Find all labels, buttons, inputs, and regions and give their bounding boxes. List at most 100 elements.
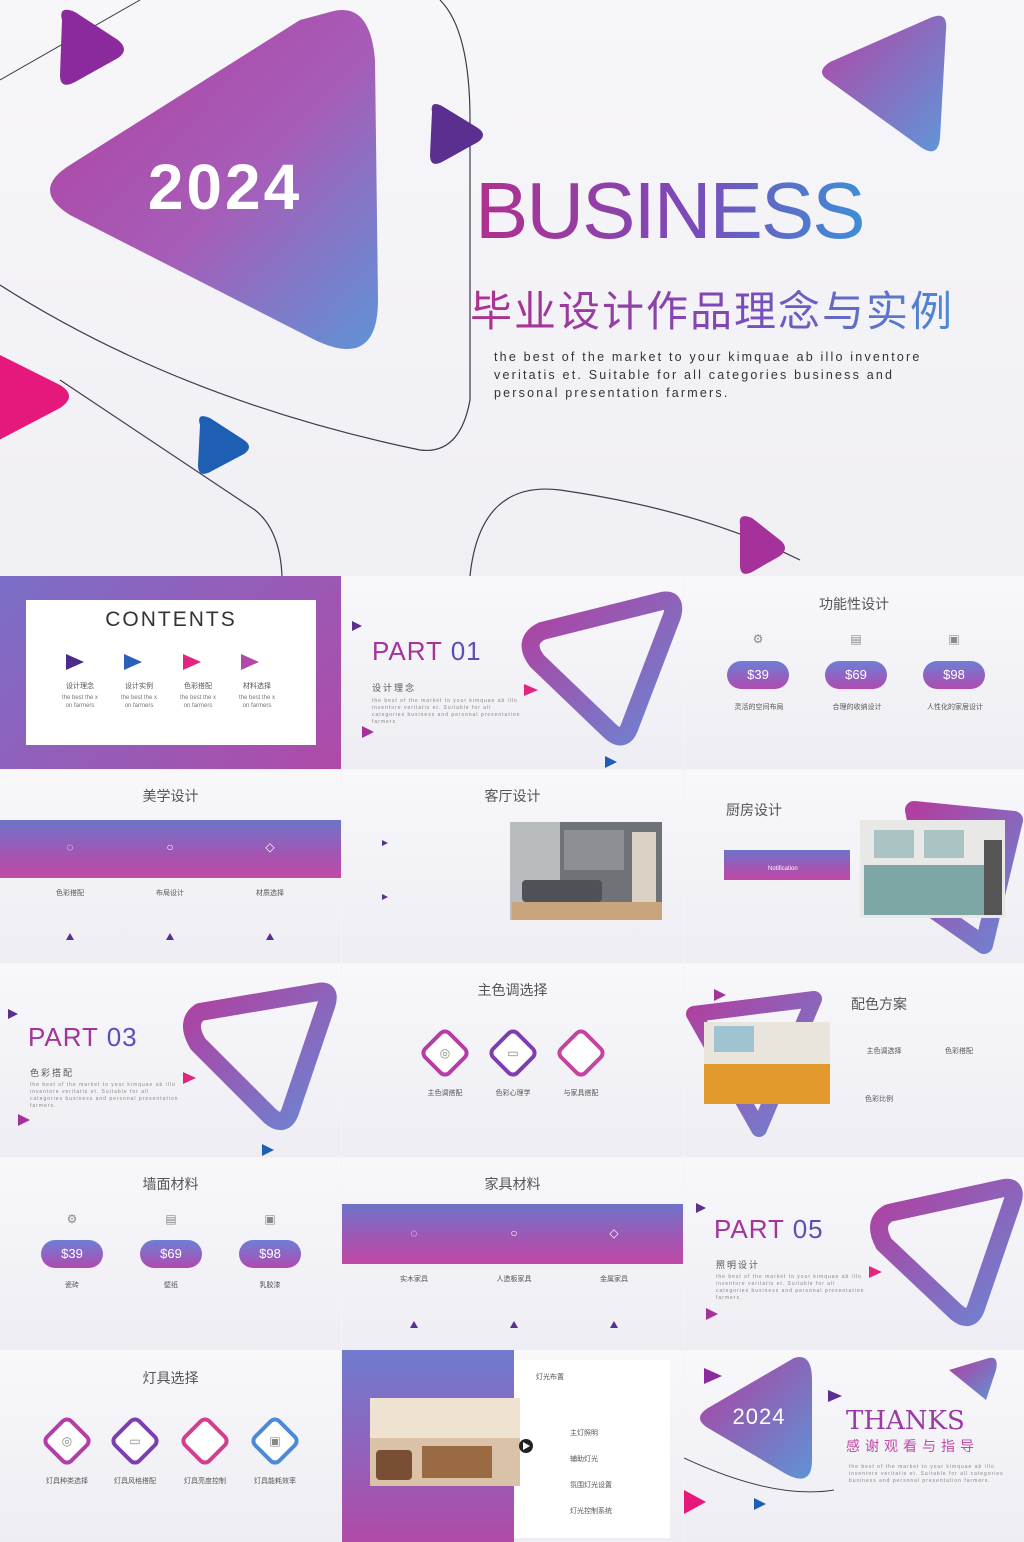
price-pill: $69: [825, 661, 887, 689]
briefcase-icon: ▣: [264, 1212, 276, 1226]
lighting-title: 灯光布置: [536, 1374, 564, 1381]
functional-title: 功能性设计: [819, 597, 889, 613]
wall-label: 乳胶漆: [259, 1282, 281, 1289]
bulb-icon: ○: [166, 840, 174, 854]
monitor-icon: ▭: [129, 1434, 141, 1448]
tone-title: 主色调选择: [477, 983, 548, 999]
lamp-diamond: ▣: [248, 1414, 302, 1468]
contents-panel: [26, 600, 316, 745]
slide-kitchen: 厨房设计 Notification: [684, 770, 1024, 963]
aesthetic-label: 材质选择: [256, 890, 284, 897]
aesthetic-title: 美学设计: [142, 789, 199, 805]
tone-label: 主色调搭配: [427, 1090, 463, 1097]
briefcase-icon: ▣: [269, 1434, 281, 1448]
furniture-label: 金属家具: [600, 1276, 628, 1283]
lighting-item: 氛围灯光设置: [570, 1482, 612, 1489]
part03-number: 03: [106, 1022, 138, 1052]
contents-item-sub: the best the x on farmers: [120, 695, 158, 709]
lamp-label: 灯具能耗效率: [254, 1478, 296, 1485]
part05-decoration: [696, 1178, 1023, 1327]
functional-label: 灵活的空间布局: [734, 704, 784, 711]
lamp-diamond: ◎: [40, 1414, 94, 1468]
wall-label: 壁纸: [164, 1282, 178, 1289]
part01-title: PART 01: [372, 636, 482, 667]
chat-icon: ◌: [410, 1226, 418, 1240]
briefcase-icon: ▣: [948, 632, 960, 646]
slide-part-05: PART 05 照明设计 the best of the market to y…: [684, 1158, 1024, 1351]
tag-icon: ◇: [609, 1226, 619, 1240]
big-triangle-shape: [50, 10, 378, 349]
furniture-markers: [410, 1321, 618, 1328]
kitchen-decoration: [860, 801, 1023, 954]
slide-living-room: 客厅设计: [342, 770, 683, 963]
part01-desc: the best of the market to your kimquae a…: [372, 698, 521, 725]
chart-icon: ▤: [165, 1212, 177, 1226]
part01-subtitle: 设计理念: [372, 683, 417, 693]
monitor-icon: ▭: [507, 1046, 519, 1060]
part03-desc: the best of the market to your kimquae a…: [30, 1082, 179, 1109]
hero-desc-line: veritatis et. Suitable for all categorie…: [494, 368, 895, 382]
scheme-label: 主色调选择: [866, 1048, 902, 1055]
lamp-label: 灯具亮度控制: [184, 1478, 226, 1485]
contents-item-label: 材料选择: [243, 683, 271, 690]
lighting-item: 灯光控制系统: [570, 1508, 612, 1515]
lamp-diamond: [178, 1414, 232, 1468]
tone-label: 与家具搭配: [563, 1090, 599, 1097]
aesthetic-label: 色彩搭配: [56, 890, 84, 897]
living-room-photo: [382, 822, 662, 920]
wall-title: 墙面材料: [142, 1177, 199, 1193]
thanks-subtitle: 感谢观看与指导: [846, 1439, 979, 1455]
lighting-item: 主灯照明: [570, 1430, 598, 1437]
wall-label: 瓷砖: [65, 1282, 79, 1289]
hero-decoration: [0, 0, 947, 576]
kitchen-band: [724, 850, 850, 880]
part05-number: 05: [792, 1214, 824, 1244]
slide-contents: CONTENTS 设计理念 设计实例 色彩搭配 材料选择 the best th…: [0, 576, 341, 769]
part01-decoration: [352, 591, 683, 768]
target-icon: ◎: [439, 1046, 451, 1060]
gear-icon: ⚙: [66, 1212, 78, 1226]
contents-item-sub: the best the x on farmers: [61, 695, 99, 709]
slide-thanks: 2024 THANKS 感谢观看与指导 the best of the mark…: [684, 1350, 1024, 1542]
price-pill: $98: [239, 1240, 301, 1268]
aesthetic-label: 布局设计: [156, 890, 184, 897]
chart-icon: ▤: [850, 632, 862, 646]
blank-icon: [190, 1426, 220, 1456]
thanks-decoration: [684, 1356, 997, 1514]
price-pill: $69: [140, 1240, 202, 1268]
tone-diamond: ◎: [418, 1026, 472, 1080]
tone-diamond: ▭: [486, 1026, 540, 1080]
aesthetic-band: [0, 820, 341, 878]
contents-item-label: 色彩搭配: [184, 683, 212, 690]
price-pill: $39: [727, 661, 789, 689]
target-icon: ◎: [61, 1434, 73, 1448]
contents-item-label: 设计实例: [125, 683, 153, 690]
part03-subtitle: 色彩搭配: [30, 1068, 75, 1078]
furniture-label: 人造板家具: [496, 1276, 532, 1283]
kitchen-title: 厨房设计: [726, 803, 782, 819]
thanks-year: 2024: [732, 1404, 786, 1429]
lighting-photo: [370, 1398, 533, 1486]
slide-main-tone: 主色调选择 ◎ ▭ 主色调搭配 色彩心理学 与家具搭配: [342, 964, 683, 1157]
hero-slide: 2024 BUSINESS 毕业设计作品理念与实例 the best of th…: [0, 0, 1024, 576]
blank-icon: [566, 1038, 596, 1068]
tone-diamond: [554, 1026, 608, 1080]
part05-desc: the best of the market to your kimquae a…: [716, 1274, 865, 1301]
part01-word: PART: [372, 636, 443, 666]
functional-label: 人性化的家居设计: [927, 704, 983, 711]
part05-subtitle: 照明设计: [716, 1260, 761, 1270]
part03-word: PART: [28, 1022, 99, 1052]
slide-lamp-selection: 灯具选择 ◎ ▭ ▣ 灯具种类选择 灯具风格搭配 灯具亮度控制 灯具能耗效率: [0, 1350, 341, 1542]
slide-aesthetic: 美学设计 ◌ ○ ◇ 色彩搭配 布局设计 材质选择: [0, 770, 341, 963]
tone-label: 色彩心理学: [495, 1090, 531, 1097]
lamp-diamond: ▭: [108, 1414, 162, 1468]
slide-lighting-layout: 灯光布置 主灯照明 辅助灯光 氛围灯光设置 灯光控制系统: [342, 1350, 683, 1542]
hero-desc-line: the best of the market to your kimquae a…: [494, 350, 922, 364]
lamp-label: 灯具风格搭配: [114, 1478, 156, 1485]
slide-color-scheme: 配色方案 主色调选择 色彩搭配 色彩比例: [684, 964, 1024, 1157]
thanks-title: THANKS: [846, 1406, 965, 1436]
contents-item-sub: the best the x on farmers: [238, 695, 276, 709]
lamp-title: 灯具选择: [142, 1371, 199, 1387]
slide-functional: 功能性设计 ⚙ ▤ ▣ $39 $69 $98 灵活的空间布局 合理的收纳设计 …: [684, 576, 1024, 769]
